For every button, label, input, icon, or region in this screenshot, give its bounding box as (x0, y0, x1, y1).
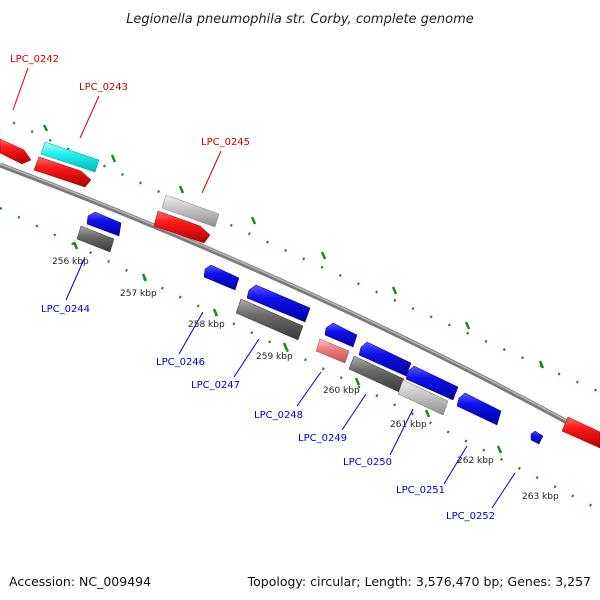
tick-label-262kbp: 262 kbp (457, 456, 494, 466)
gene-LPC_0251-cds[interactable] (456, 392, 502, 426)
tick-label-261kbp: 261 kbp (390, 420, 427, 430)
forward-leader-lines (12, 67, 222, 194)
tick-label-257kbp: 257 kbp (120, 289, 157, 299)
reverse-leader-lines (65, 256, 516, 509)
inner-major-ticks (72, 241, 503, 454)
gene-label-LPC_0250[interactable]: LPC_0250 (343, 457, 392, 468)
gene-LPC_0245-cds[interactable] (153, 210, 211, 244)
gene-LPC_0247-pseudo[interactable] (235, 298, 304, 341)
inner-tick-track (0, 206, 600, 512)
topology-text: Topology: circular; Length: 3,576,470 bp… (247, 574, 591, 589)
gene-LPC_0243-cds[interactable] (33, 156, 92, 188)
map-title: Legionella pneumophila str. Corby, compl… (126, 12, 474, 27)
gene-LPC_0245-pseudo[interactable] (161, 194, 220, 228)
genome-backbone (0, 162, 600, 443)
gene-right-edge-cds[interactable] (561, 416, 600, 449)
gene-LPC_0247-cds[interactable] (246, 284, 311, 323)
gene-LPC_0248-misc[interactable] (315, 338, 350, 364)
tick-label-256kbp: 256 kbp (52, 257, 89, 267)
gene-LPC_0242[interactable] (0, 138, 32, 165)
gene-label-LPC_0248[interactable]: LPC_0248 (254, 410, 303, 421)
outer-major-ticks (42, 124, 545, 369)
gene-label-LPC_0243[interactable]: LPC_0243 (79, 82, 128, 93)
gene-label-LPC_0252[interactable]: LPC_0252 (446, 511, 495, 522)
gene-label-LPC_0249[interactable]: LPC_0249 (298, 433, 347, 444)
gene-label-LPC_0244[interactable]: LPC_0244 (41, 304, 90, 315)
gene-label-LPC_0251[interactable]: LPC_0251 (396, 485, 445, 496)
gene-LPC_0252-cds[interactable] (530, 430, 544, 445)
gene-label-LPC_0247[interactable]: LPC_0247 (191, 380, 240, 391)
tick-label-258kbp: 258 kbp (188, 320, 225, 330)
gene-LPC_0249-cds[interactable] (358, 341, 412, 377)
gene-LPC_0248-cds[interactable] (324, 322, 358, 348)
gene-label-LPC_0245[interactable]: LPC_0245 (201, 137, 250, 148)
accession-text: Accession: NC_009494 (9, 574, 151, 589)
gene-label-LPC_0242[interactable]: LPC_0242 (10, 54, 59, 65)
gene-LPC_0250-pseudo[interactable] (397, 379, 449, 416)
gene-label-LPC_0246[interactable]: LPC_0246 (156, 357, 205, 368)
tick-label-260kbp: 260 kbp (323, 386, 360, 396)
gene-LPC_0250-cds[interactable] (405, 365, 459, 401)
gene-LPC_0246-cds[interactable] (203, 264, 240, 291)
gene-LPC_0243-rna[interactable] (40, 141, 100, 173)
tick-label-259kbp: 259 kbp (256, 352, 293, 362)
tick-label-263kbp: 263 kbp (522, 492, 559, 502)
gene-LPC_0244-cds[interactable] (86, 211, 122, 237)
gene-LPC_0244-pseudo[interactable] (76, 225, 115, 253)
